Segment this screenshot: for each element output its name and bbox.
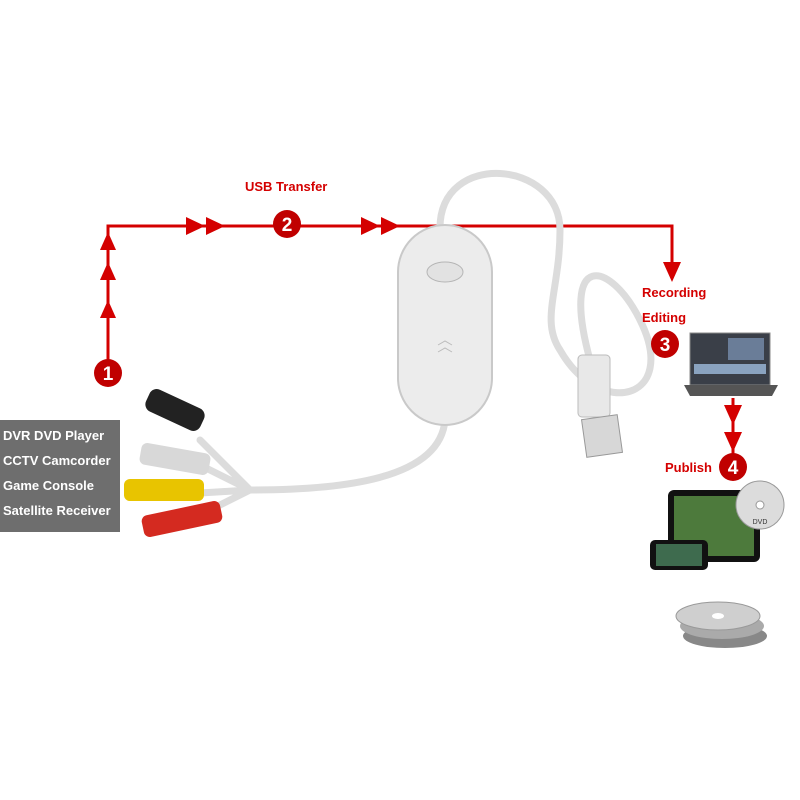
arrow-up-icon [100,262,116,280]
dvd-disc-icon: DVD [735,480,785,530]
source-item: Game Console [3,478,95,493]
laptop-icon [684,332,778,396]
cables [196,169,655,519]
av-connectors [124,389,223,537]
arrow-down-icon [724,432,742,452]
usb-transfer-label: USB Transfer [245,179,328,194]
recording-label: Recording [642,285,707,300]
source-item: DVR DVD Player [3,428,105,443]
dvd-logo-text: DVD [753,519,768,526]
arrow-right-icon [206,217,225,235]
disc-stack-icon [675,601,767,648]
step-2-badge: 2 [273,210,301,238]
source-devices-box: DVR DVD Player CCTV Camcorder Game Conso… [0,420,120,532]
svg-text:3: 3 [660,335,671,356]
device-button [426,261,464,283]
phone-icon [650,540,708,570]
arrow-down-icon [663,262,681,282]
arrow-down-icon [724,405,742,425]
capture-device [397,224,493,426]
usb-plug [577,354,624,458]
svg-text:1: 1 [103,364,114,385]
arrow-up-icon [100,300,116,318]
arrow-right-icon [186,217,205,235]
svg-text:2: 2 [282,215,293,236]
svg-text:4: 4 [728,458,739,479]
arrow-right-icon [361,217,380,235]
step-4-badge: 4 [719,453,747,481]
step-1-badge: 1 [94,359,122,387]
arrow-right-icon [381,217,400,235]
editing-label: Editing [642,310,687,325]
source-item: Satellite Receiver [3,503,111,518]
flow-arrows [100,217,742,452]
source-item: CCTV Camcorder [3,453,111,468]
arrow-up-icon [100,232,116,250]
step-3-badge: 3 [651,330,679,358]
publish-label: Publish [665,460,712,475]
